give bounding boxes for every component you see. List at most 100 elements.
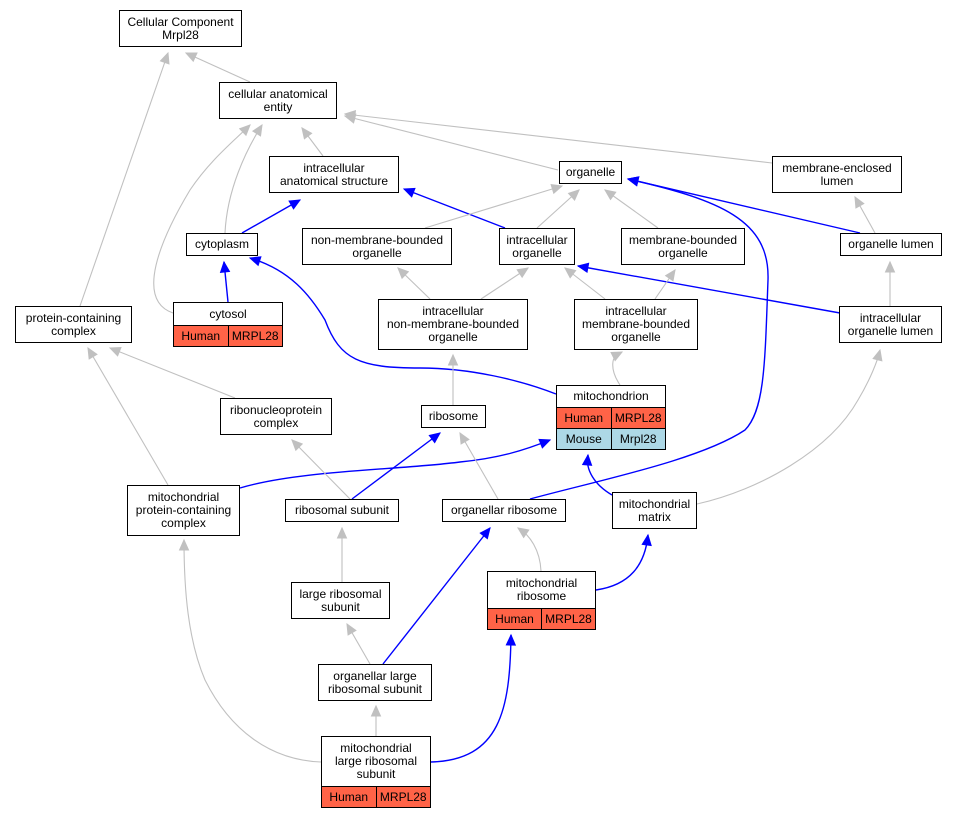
term-node-imbo[interactable]: intracellular membrane-bounded organelle	[574, 299, 698, 350]
edge-iol-to-ol-arrowhead	[884, 260, 896, 273]
edge-mlrsu-to-mpcc-arrowhead	[178, 538, 190, 551]
edge-nmbo-to-organelle-arrowhead	[550, 184, 564, 195]
term-node-mel[interactable]: membrane-enclosed lumen	[772, 156, 902, 193]
term-node-mpcc[interactable]: mitochondrial protein-containing complex	[127, 485, 240, 536]
edge-io-to-organelle-arrowhead	[567, 189, 580, 201]
edge-mrib-to-mmatrix-arrowhead	[641, 533, 652, 547]
term-label: ribonucleoprotein complex	[229, 402, 323, 430]
term-node-lrsu[interactable]: large ribosomal subunit	[291, 582, 390, 619]
term-node-rnp[interactable]: ribonucleoprotein complex	[220, 398, 332, 435]
edge-mlrsu-to-mpcc	[183, 539, 322, 763]
edge-mbo-to-organelle-arrowhead	[604, 189, 617, 201]
edge-ol-to-mel-arrowhead	[854, 195, 865, 209]
edge-mito-to-cytoplasm	[249, 257, 557, 395]
species-cell: Human	[329, 789, 369, 804]
term-label: intracellular organelle lumen	[847, 310, 934, 338]
edge-organelle-to-cae	[344, 115, 559, 171]
edge-rnp-to-pcc	[109, 347, 236, 399]
edge-mmatrix-to-iol-arrowhead	[872, 348, 883, 362]
edge-cae-to-cc-arrowhead	[184, 52, 198, 63]
edge-mlrsu-to-mrib-arrowhead	[505, 633, 517, 646]
edge-rnp-to-pcc-arrowhead	[108, 347, 122, 357]
term-label: mitochondrial protein-containing complex	[135, 490, 232, 530]
term-node-rsu[interactable]: ribosomal subunit	[285, 499, 399, 522]
edge-mrib-to-orib-arrowhead	[516, 527, 530, 539]
term-label: cellular anatomical entity	[228, 86, 328, 114]
edge-io-to-ias-arrowhead	[402, 187, 416, 198]
edge-iol-to-io	[577, 265, 841, 314]
term-node-cytoplasm[interactable]: cytoplasm	[186, 233, 258, 256]
term-label: organelle	[565, 165, 616, 179]
term-label: Cellular Component Mrpl28	[127, 14, 234, 42]
term-node-mmatrix[interactable]: mitochondrial matrix	[612, 492, 697, 529]
species-cell: Mouse	[565, 431, 602, 446]
edge-mel-to-cae-arrowhead	[343, 109, 357, 121]
edge-nmbo-to-organelle	[424, 185, 563, 229]
edge-orib-to-ribosome-arrowhead	[459, 431, 470, 445]
edge-iol-to-io-arrowhead	[576, 262, 590, 274]
edge-mito-to-imbo-arrowhead	[610, 351, 624, 362]
term-label: ribosomal subunit	[294, 503, 390, 517]
term-label: intracellular non-membrane-bounded organ…	[386, 304, 520, 344]
term-node-mbo[interactable]: membrane-bounded organelle	[621, 228, 745, 265]
edge-mel-to-cae	[344, 113, 773, 164]
edge-lrsu-to-rsu-arrowhead	[336, 526, 348, 539]
term-label: mitochondrial large ribosomal subunit	[334, 741, 418, 781]
term-node-nmbo[interactable]: non-membrane-bounded organelle	[302, 228, 452, 265]
term-node-orib[interactable]: organellar ribosome	[442, 499, 566, 522]
edge-olrsu-to-lrsu-arrowhead	[346, 622, 357, 636]
term-node-io[interactable]: intracellular organelle	[499, 228, 575, 265]
edge-imbo-to-io-arrowhead	[564, 267, 577, 279]
edge-mmatrix-to-mito	[586, 454, 613, 496]
edge-cytosol-to-cytoplasm-arrowhead	[219, 260, 231, 273]
edge-cytoplasm-to-ias	[241, 199, 301, 234]
term-label: organelle lumen	[848, 237, 934, 251]
term-node-inmbo[interactable]: intracellular non-membrane-bounded organ…	[378, 299, 528, 350]
term-node-olrsu[interactable]: organellar large ribosomal subunit	[318, 664, 432, 701]
species-cell: Human	[495, 611, 534, 626]
gene-cell: MRPL28	[610, 408, 666, 428]
gene-cell: MRPL28	[375, 787, 431, 807]
term-node-cc[interactable]: Cellular Component Mrpl28	[119, 10, 242, 47]
gene-cell: MRPL28	[541, 609, 595, 629]
edge-mpcc-to-mito	[239, 439, 551, 489]
edge-mpcc-to-pcc	[87, 347, 169, 486]
term-node-ias[interactable]: intracellular anatomical structure	[269, 156, 399, 193]
edge-inmbo-to-nmbo-arrowhead	[397, 267, 410, 280]
term-label: protein-containing complex	[25, 310, 122, 338]
term-node-pcc[interactable]: protein-containing complex	[15, 306, 132, 343]
edge-ribosome-to-inmbo-arrowhead	[447, 353, 459, 366]
term-label: mitochondrial matrix	[618, 496, 691, 524]
term-node-ribosome[interactable]: ribosome	[421, 405, 486, 428]
term-label: organellar large ribosomal subunit	[327, 668, 423, 696]
edge-inmbo-to-io-arrowhead	[516, 267, 530, 279]
edge-rsu-to-ribosome	[351, 432, 441, 500]
edge-cytosol-to-cae	[153, 124, 251, 314]
edge-mlrsu-to-olrsu-arrowhead	[370, 704, 382, 717]
edge-rsu-to-rnp-arrowhead	[291, 439, 304, 452]
annotation-row: Human MRPL28	[557, 407, 665, 428]
edge-cytosol-to-cae-arrowhead	[238, 124, 251, 137]
term-node-organelle[interactable]: organelle	[559, 161, 622, 184]
term-label: cytosol	[209, 306, 247, 321]
term-label: large ribosomal subunit	[299, 586, 382, 614]
term-node-ol[interactable]: organelle lumen	[840, 233, 942, 256]
edge-orib-to-ribosome	[459, 432, 499, 500]
species-cell: Human	[564, 410, 604, 425]
edge-olrsu-to-orib	[382, 527, 491, 665]
edge-olrsu-to-orib-arrowhead	[479, 527, 491, 540]
edge-mpcc-to-pcc-arrowhead	[87, 346, 98, 360]
term-label: organellar ribosome	[450, 503, 558, 517]
edge-mmatrix-to-iol	[696, 349, 881, 505]
term-label: mitochondrion	[573, 389, 649, 403]
term-node-iol[interactable]: intracellular organelle lumen	[839, 306, 942, 343]
edge-mmatrix-to-mito-arrowhead	[581, 453, 593, 466]
term-node-cae[interactable]: cellular anatomical entity	[219, 82, 337, 119]
edge-mpcc-to-mito-arrowhead	[538, 438, 552, 449]
annotation-row: Human MRPL28	[322, 786, 430, 807]
